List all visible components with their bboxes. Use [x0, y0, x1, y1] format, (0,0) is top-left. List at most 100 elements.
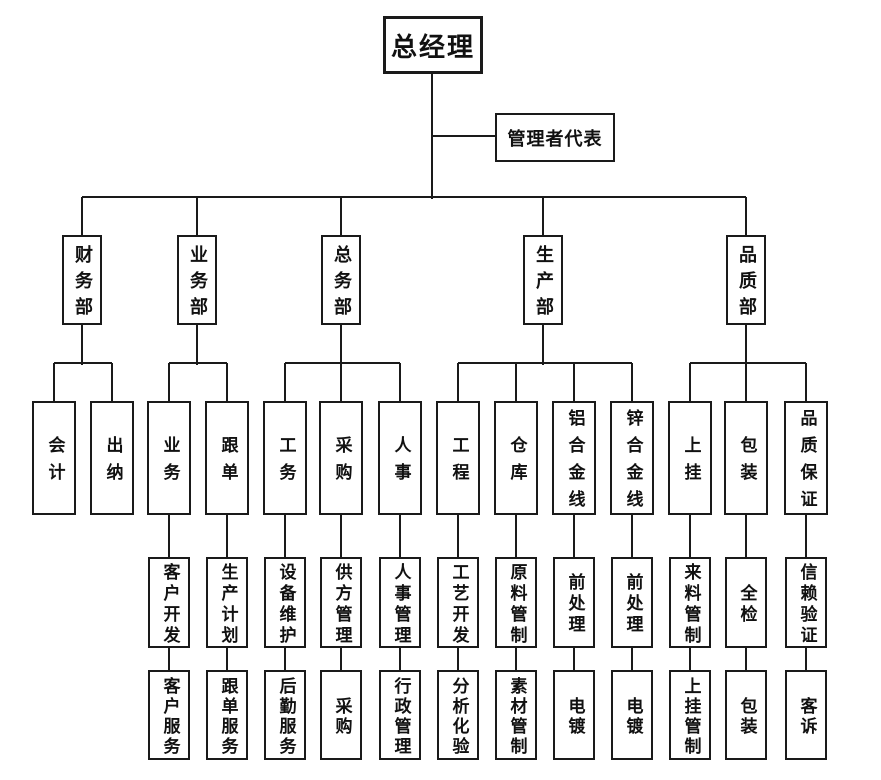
- connector-line: [805, 514, 807, 558]
- node-label: 包装: [736, 696, 757, 737]
- node-order-follow-service: 跟单服务: [206, 670, 248, 760]
- node-label: 总经理: [390, 32, 475, 63]
- connector-line: [168, 514, 170, 558]
- connector-line: [284, 647, 286, 671]
- node-supplier-management: 供方管理: [320, 557, 362, 648]
- connector-line: [168, 647, 170, 671]
- node-pretreatment-al: 前处理: [553, 557, 595, 648]
- node-label: 管理者代表: [507, 128, 603, 150]
- connector-line: [457, 647, 459, 671]
- node-purchasing-exec: 采购: [320, 670, 362, 760]
- node-label: 跟单: [217, 436, 238, 490]
- node-customer-development: 客户开发: [148, 557, 190, 648]
- node-label: 包装: [736, 436, 757, 490]
- node-label: 设备维护: [275, 562, 296, 647]
- connector-line: [284, 363, 286, 402]
- node-customer-service: 客户服务: [148, 670, 190, 760]
- node-label: 业务部: [187, 245, 208, 323]
- node-label: 生产计划: [217, 562, 238, 647]
- connector-line: [457, 514, 459, 558]
- connector-line: [226, 363, 228, 402]
- node-label: 采购: [331, 436, 352, 490]
- node-incoming-material-control: 来料管制: [669, 557, 711, 648]
- node-label: 工务: [275, 436, 296, 490]
- node-label: 后勤服务: [275, 676, 296, 757]
- node-electroplating-al: 电镀: [553, 670, 595, 760]
- node-label: 出纳: [102, 436, 123, 490]
- connector-line: [82, 196, 746, 198]
- node-label: 跟单服务: [217, 676, 238, 757]
- node-general-manager: 总经理: [383, 16, 483, 74]
- node-process-development: 工艺开发: [437, 557, 479, 648]
- connector-line: [169, 362, 227, 364]
- node-label: 仓库: [506, 436, 527, 490]
- node-hanging: 上挂: [668, 401, 712, 515]
- node-management-representative: 管理者代表: [495, 113, 615, 162]
- node-label: 铝合金线: [564, 409, 585, 517]
- connector-line: [745, 647, 747, 671]
- node-general-affairs-dept: 总务部: [321, 235, 361, 325]
- node-production-dept: 生产部: [523, 235, 563, 325]
- node-hr: 人事: [378, 401, 422, 515]
- connector-line: [689, 363, 691, 402]
- connector-line: [631, 514, 633, 558]
- connector-line: [196, 197, 198, 236]
- connector-line: [196, 324, 198, 365]
- connector-line: [226, 514, 228, 558]
- node-zinc-alloy-line: 锌合金线: [610, 401, 654, 517]
- node-label: 财务部: [72, 245, 93, 323]
- node-quality-assurance: 品质保证: [784, 401, 828, 517]
- node-customer-complaint: 客诉: [785, 670, 827, 760]
- node-label: 品质保证: [796, 409, 817, 517]
- node-finance-dept: 财务部: [62, 235, 102, 325]
- connector-line: [81, 197, 83, 236]
- node-label: 锌合金线: [622, 409, 643, 517]
- connector-line: [111, 363, 113, 402]
- connector-line: [340, 647, 342, 671]
- node-label: 业务: [159, 436, 180, 490]
- node-label: 总务部: [331, 245, 352, 323]
- node-label: 前处理: [564, 573, 585, 636]
- node-label: 工程: [448, 436, 469, 490]
- node-label: 前处理: [622, 573, 643, 636]
- connector-line: [631, 363, 633, 402]
- node-label: 采购: [331, 696, 352, 737]
- connector-line: [54, 362, 112, 364]
- connector-line: [573, 363, 575, 402]
- connector-line: [284, 514, 286, 558]
- node-label: 行政管理: [390, 676, 411, 757]
- node-label: 原料管制: [506, 562, 527, 647]
- node-analysis-testing: 分析化验: [437, 670, 479, 760]
- connector-line: [432, 135, 496, 137]
- connector-line: [399, 514, 401, 558]
- node-engineering: 工程: [436, 401, 480, 515]
- node-electroplating-zn: 电镀: [611, 670, 653, 760]
- node-label: 上挂管制: [680, 676, 701, 757]
- node-label: 信赖验证: [796, 562, 817, 647]
- node-packaging-exec: 包装: [725, 670, 767, 760]
- connector-line: [690, 362, 806, 364]
- connector-line: [226, 647, 228, 671]
- connector-line: [805, 363, 807, 402]
- node-label: 工艺开发: [448, 562, 469, 647]
- connector-line: [745, 514, 747, 558]
- connector-line: [340, 363, 342, 402]
- node-label: 上挂: [680, 436, 701, 490]
- node-equipment-maintenance: 设备维护: [264, 557, 306, 648]
- connector-line: [689, 647, 691, 671]
- connector-line: [515, 514, 517, 558]
- connector-line: [81, 324, 83, 365]
- connector-line: [542, 324, 544, 365]
- connector-line: [340, 197, 342, 236]
- connector-line: [745, 363, 747, 402]
- node-label: 会计: [44, 436, 65, 490]
- connector-line: [457, 363, 459, 402]
- node-full-inspection: 全检: [725, 557, 767, 648]
- node-label: 客诉: [796, 696, 817, 737]
- node-quality-dept: 品质部: [726, 235, 766, 325]
- node-business-dept: 业务部: [177, 235, 217, 325]
- connector-line: [805, 647, 807, 671]
- connector-line: [399, 363, 401, 402]
- node-label: 生产部: [533, 245, 554, 323]
- connector-line: [689, 514, 691, 558]
